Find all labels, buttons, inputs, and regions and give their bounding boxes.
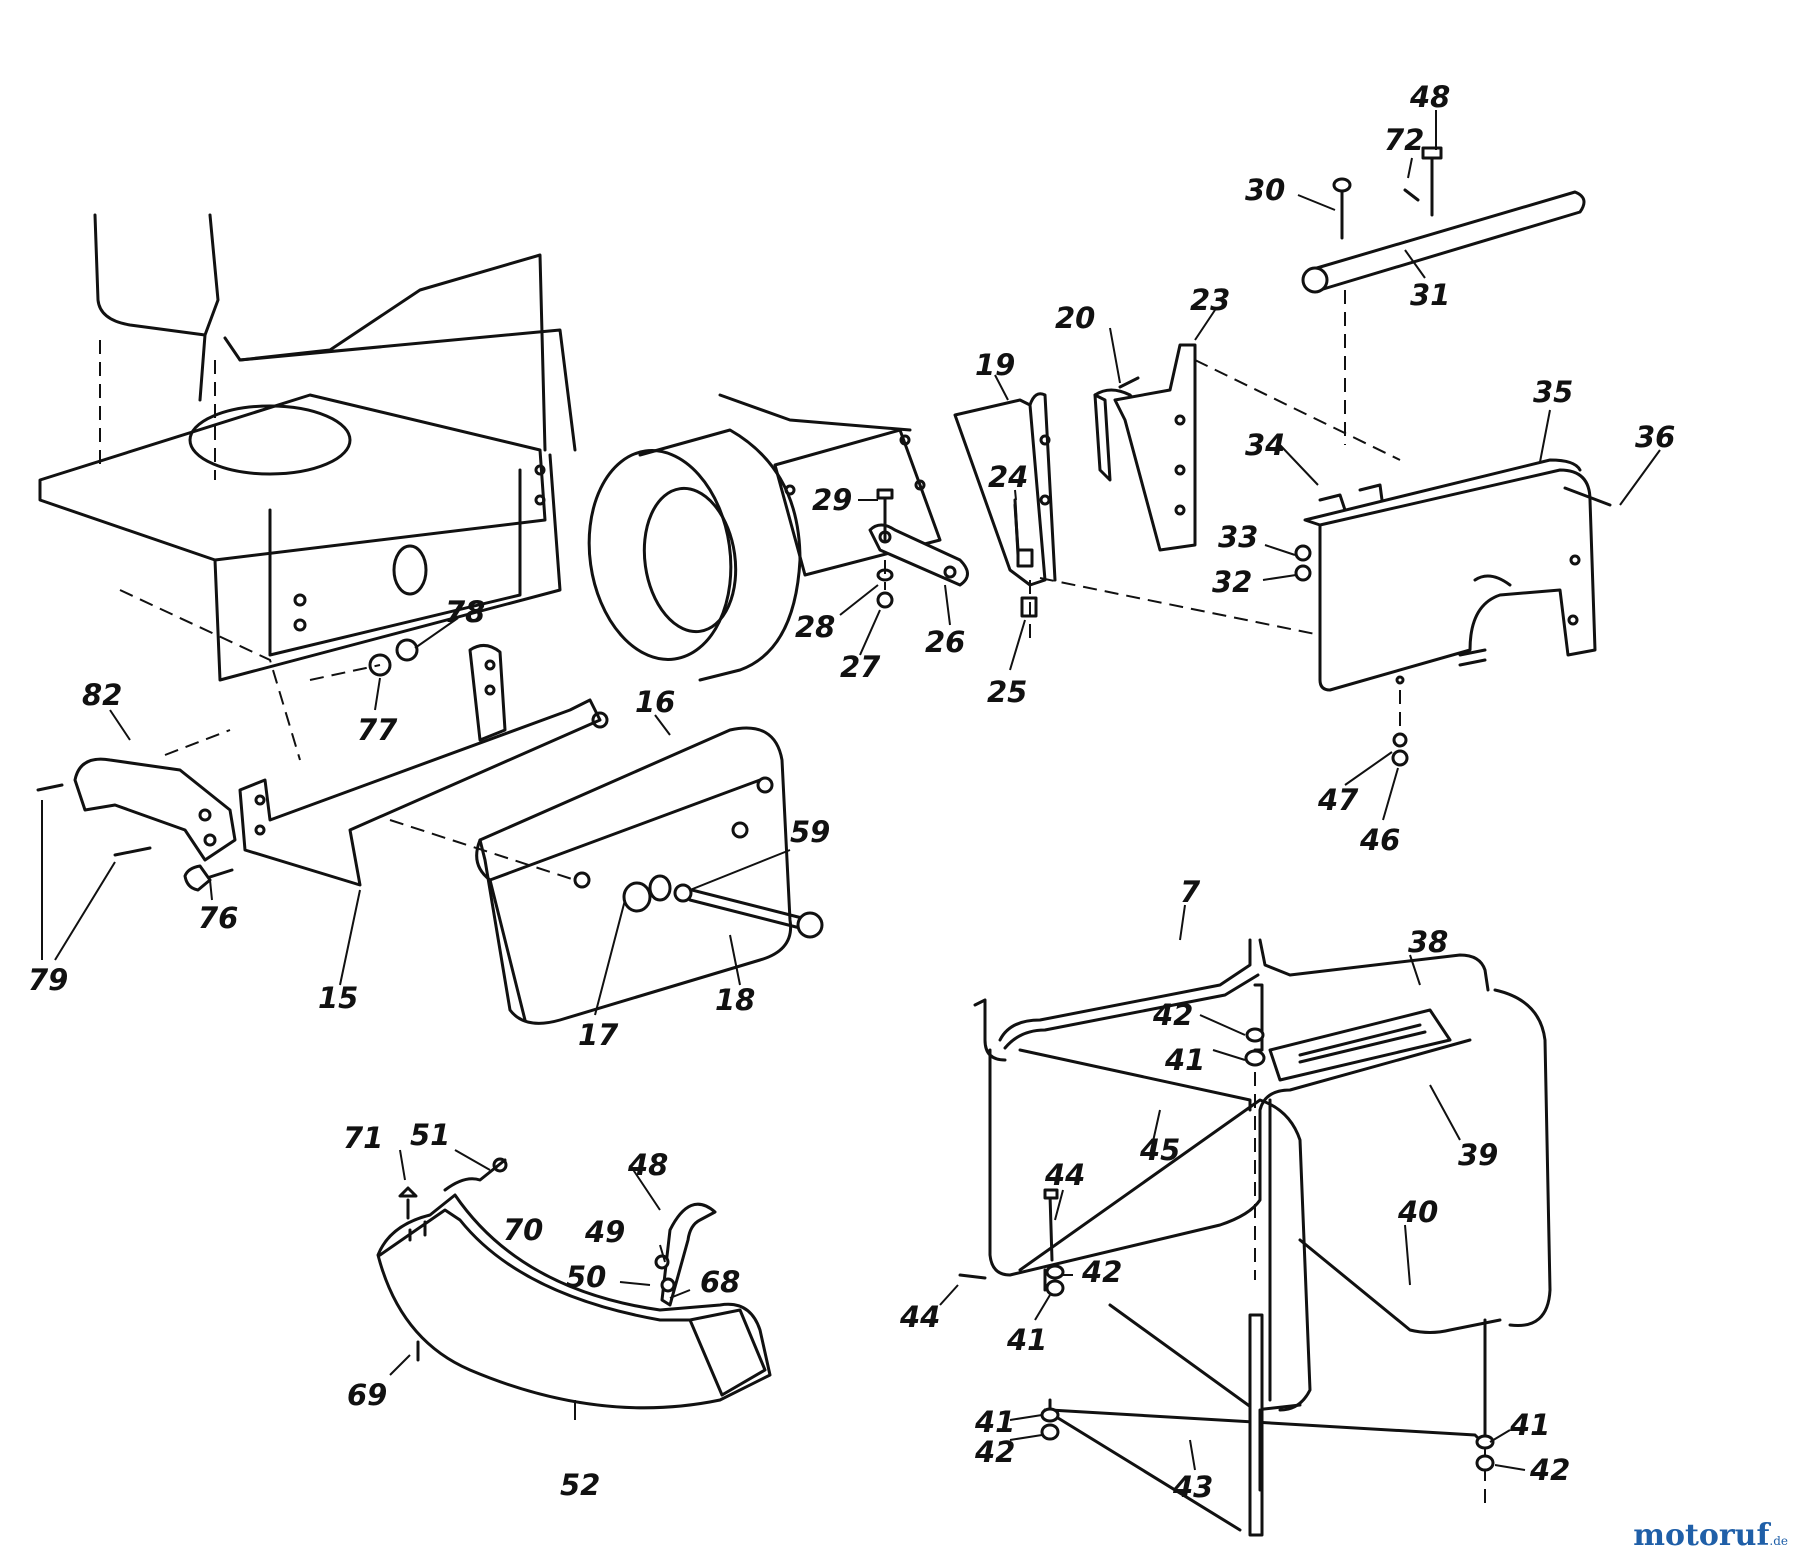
callout-42-right: 42 bbox=[1529, 1453, 1570, 1487]
callout-26: 26 bbox=[925, 625, 965, 659]
callout-23: 23 bbox=[1190, 283, 1230, 317]
callout-35: 35 bbox=[1533, 375, 1573, 409]
callout-17: 17 bbox=[578, 1018, 619, 1052]
callout-44: 44 bbox=[1044, 1158, 1085, 1192]
callout-45: 45 bbox=[1139, 1133, 1180, 1167]
callout-46: 46 bbox=[1359, 823, 1400, 857]
callout-72: 72 bbox=[1384, 123, 1424, 157]
weight-block-16 bbox=[389, 711, 793, 1025]
frame-plate bbox=[718, 393, 942, 577]
callout-29: 29 bbox=[812, 483, 852, 517]
callout-20: 20 bbox=[1055, 301, 1095, 335]
callout-71: 71 bbox=[343, 1121, 383, 1155]
callout-43: 43 bbox=[1172, 1470, 1213, 1504]
callout-31: 31 bbox=[1410, 278, 1450, 312]
callout-48-chute: 48 bbox=[627, 1148, 668, 1182]
callout-15: 15 bbox=[318, 981, 358, 1015]
callout-34: 34 bbox=[1245, 428, 1285, 462]
link-26 bbox=[868, 488, 1038, 640]
weight-bracket-15 bbox=[183, 644, 602, 892]
callout-51: 51 bbox=[410, 1118, 450, 1152]
bracket-20 bbox=[1093, 376, 1147, 482]
callout-16: 16 bbox=[635, 685, 675, 719]
callout-7: 7 bbox=[1180, 875, 1201, 909]
callout-41-bottom: 41 bbox=[974, 1405, 1015, 1439]
callout-48: 48 bbox=[1409, 80, 1450, 114]
callout-36: 36 bbox=[1635, 420, 1675, 454]
callout-33: 33 bbox=[1218, 520, 1258, 554]
callout-labels: 48 72 30 31 23 20 19 35 36 34 24 29 33 3… bbox=[28, 80, 1675, 1504]
callout-82: 82 bbox=[82, 678, 122, 712]
callout-77: 77 bbox=[357, 713, 398, 747]
leader-lines bbox=[41, 110, 1661, 1471]
callout-28: 28 bbox=[795, 610, 835, 644]
callout-70: 70 bbox=[503, 1213, 543, 1247]
callout-50: 50 bbox=[566, 1260, 606, 1294]
callout-41-left: 41 bbox=[1006, 1323, 1047, 1357]
callout-18: 18 bbox=[715, 983, 755, 1017]
callout-24: 24 bbox=[988, 460, 1028, 494]
callout-40: 40 bbox=[1397, 1195, 1438, 1229]
bag-frame bbox=[973, 938, 1552, 1537]
callout-68: 68 bbox=[700, 1265, 740, 1299]
callout-25: 25 bbox=[987, 675, 1027, 709]
callout-41: 41 bbox=[1164, 1043, 1205, 1077]
callout-69: 69 bbox=[347, 1378, 387, 1412]
callout-79: 79 bbox=[28, 963, 68, 997]
callout-30: 30 bbox=[1245, 173, 1285, 207]
callout-39: 39 bbox=[1458, 1138, 1498, 1172]
callout-44-side: 44 bbox=[899, 1300, 940, 1334]
callout-27: 27 bbox=[840, 650, 881, 684]
hitch-bracket-82 bbox=[36, 729, 237, 862]
discharge-chute-52 bbox=[376, 1157, 772, 1410]
callout-41-right: 41 bbox=[1509, 1408, 1550, 1442]
tube-31 bbox=[1301, 146, 1586, 445]
bracket-23 bbox=[1113, 343, 1197, 552]
rear-wheel bbox=[587, 428, 802, 682]
callout-49: 49 bbox=[584, 1215, 625, 1249]
chute-plate-35 bbox=[1039, 359, 1612, 692]
callout-59: 59 bbox=[790, 815, 830, 849]
callout-76: 76 bbox=[198, 901, 238, 935]
callout-42-bottom: 42 bbox=[974, 1435, 1015, 1469]
callout-47: 47 bbox=[1317, 783, 1359, 817]
washers-47-46 bbox=[1391, 690, 1409, 767]
callout-78: 78 bbox=[445, 595, 485, 629]
callout-19: 19 bbox=[975, 348, 1015, 382]
callout-42: 42 bbox=[1152, 998, 1193, 1032]
callout-52: 52 bbox=[560, 1468, 600, 1502]
watermark-logo: motoruf.de bbox=[1633, 1518, 1788, 1553]
callout-42-left: 42 bbox=[1081, 1255, 1122, 1289]
washers-77-78 bbox=[309, 638, 419, 681]
tractor-body bbox=[38, 213, 577, 761]
bracket-19 bbox=[953, 392, 1057, 587]
washers-33-32 bbox=[1294, 544, 1312, 582]
callout-38: 38 bbox=[1408, 925, 1448, 959]
frame-hardware bbox=[958, 1027, 1495, 1472]
callout-32: 32 bbox=[1212, 565, 1252, 599]
bolt-18 bbox=[622, 874, 824, 939]
